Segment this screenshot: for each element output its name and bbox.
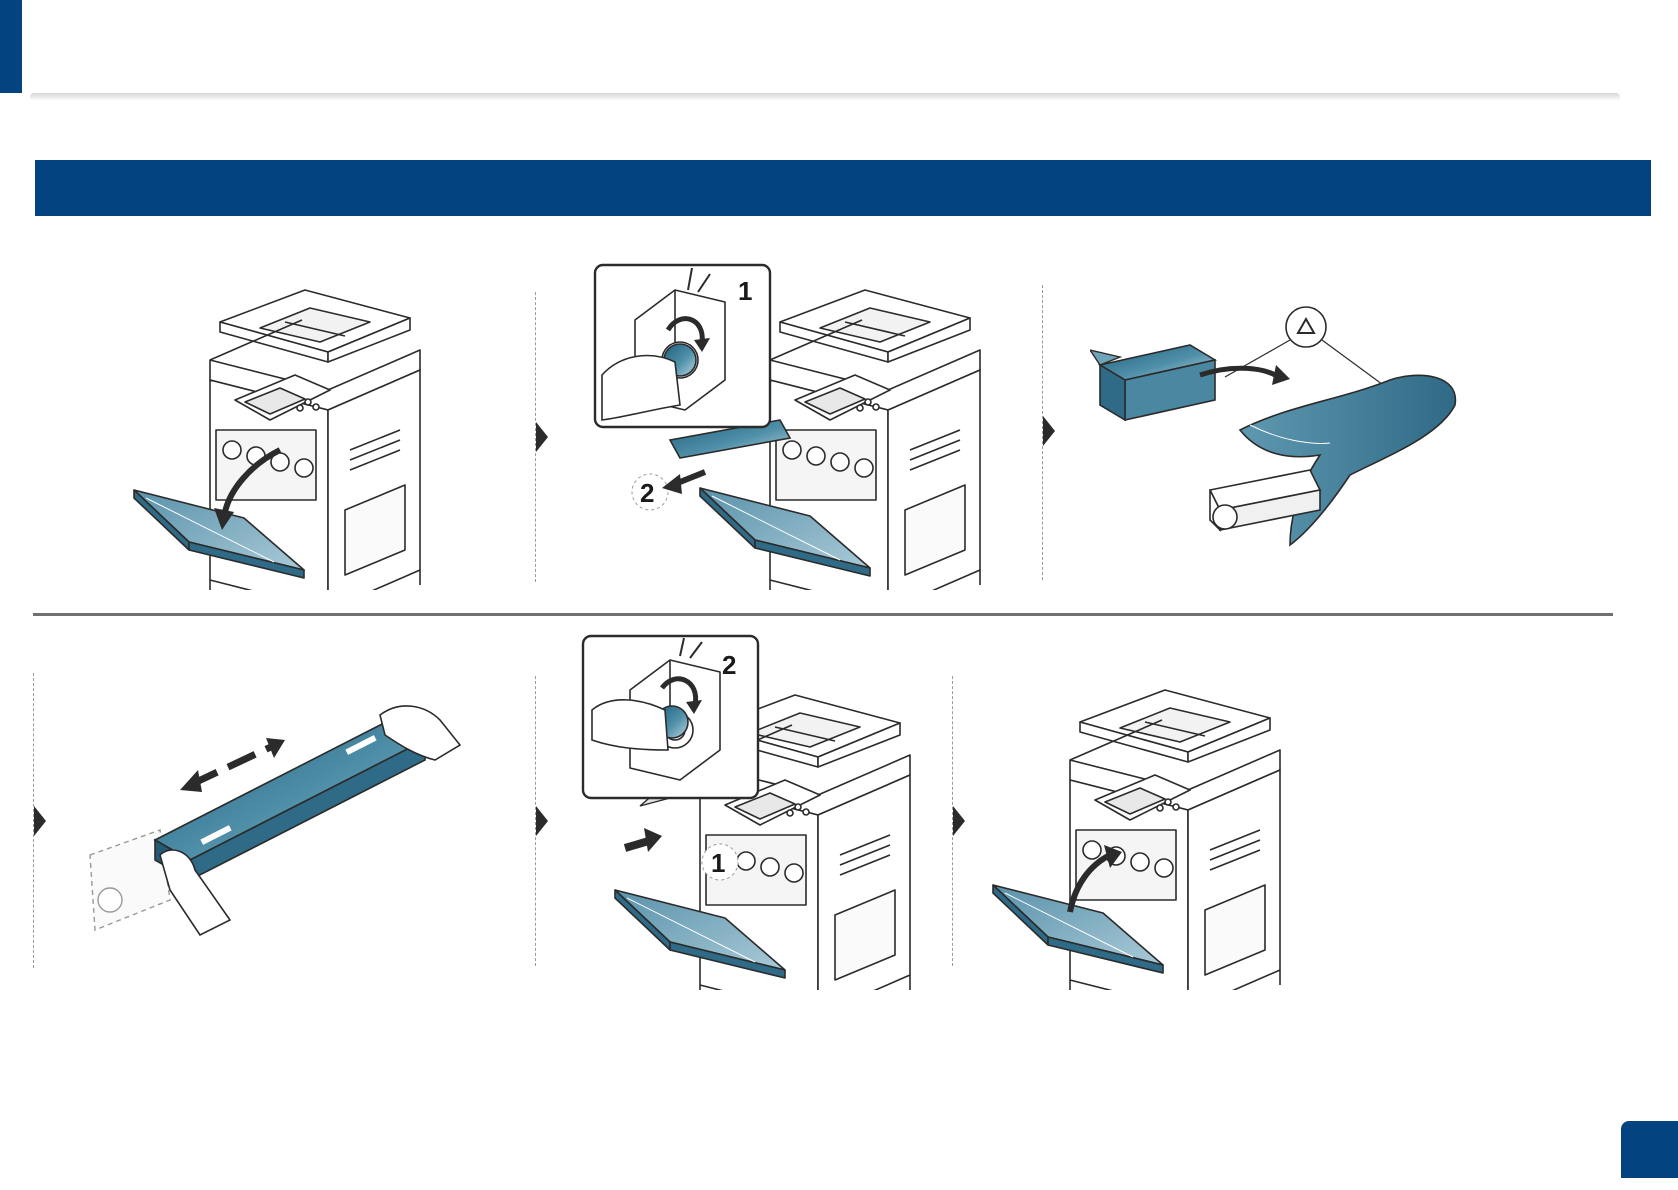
header-rule: [30, 93, 1620, 101]
recycle-icon: [1286, 307, 1326, 347]
page-number-badge: [1621, 1121, 1678, 1178]
step1-open-door-illustration: [130, 250, 440, 590]
callout-2-label: 2: [640, 478, 654, 508]
step-arrow-icon: [34, 806, 46, 836]
step-arrow-icon: [1043, 416, 1055, 446]
row-divider: [33, 613, 1613, 616]
step-arrow-icon: [953, 806, 965, 836]
step-arrow-icon: [536, 422, 548, 452]
step6-close-door-illustration: [990, 650, 1290, 990]
corner-tab: [0, 0, 22, 93]
step4-shake-cartridge-illustration: [80, 700, 480, 950]
step5-insert-cartridge-illustration: 2 1: [580, 630, 920, 990]
step-arrow-icon: [536, 806, 548, 836]
callout-2-label: 2: [722, 650, 736, 680]
callout-1-label: 1: [711, 848, 725, 878]
step2-remove-cartridge-illustration: 1 2: [580, 250, 1000, 590]
section-title-bar: [35, 160, 1651, 216]
callout-1-label: 1: [738, 276, 752, 306]
step3-unpack-cartridge-illustration: [1090, 295, 1470, 565]
